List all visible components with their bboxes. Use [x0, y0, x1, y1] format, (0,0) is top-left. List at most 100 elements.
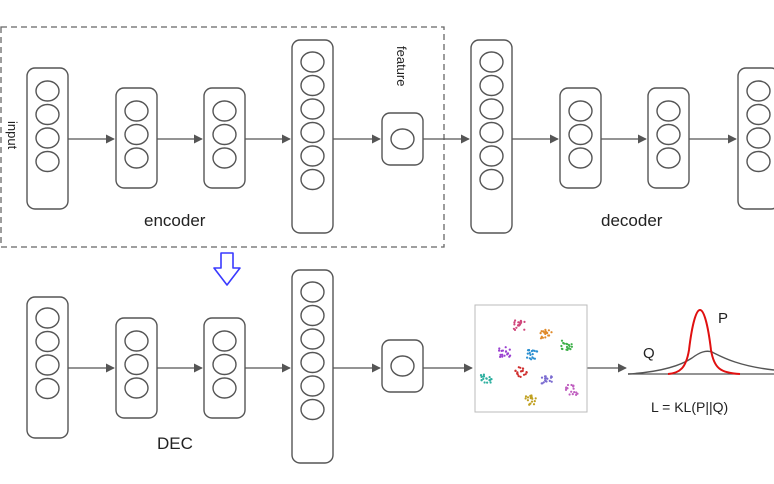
cluster-point [572, 387, 575, 390]
cluster-point [520, 321, 523, 324]
cluster-point [526, 399, 530, 402]
cluster-point [541, 336, 545, 339]
cluster-point [526, 352, 529, 355]
feature-label: feature [394, 46, 409, 86]
cluster-point [523, 320, 526, 323]
cluster-point [503, 354, 506, 357]
cluster-point [570, 345, 574, 348]
encoder-label: encoder [144, 211, 206, 230]
cluster-point [501, 353, 504, 356]
neuron-node [35, 354, 60, 376]
cluster-point [504, 346, 507, 349]
neuron-node [300, 281, 325, 303]
cluster-point [530, 350, 533, 353]
cluster-point [544, 328, 547, 331]
connection-arrows [68, 134, 737, 373]
neuron-node [746, 103, 771, 126]
cluster-point [533, 349, 536, 352]
cluster-point [526, 396, 530, 399]
cluster-point [488, 379, 491, 382]
cluster-point [513, 323, 516, 326]
encoder-region [0, 26, 445, 248]
neuron-node [124, 330, 149, 352]
neuron-node [212, 147, 237, 169]
cluster-point [564, 388, 568, 391]
neuron-node [35, 330, 60, 353]
cluster-point [479, 374, 483, 377]
neuron-node [35, 150, 60, 173]
neuron-node [746, 127, 771, 149]
cluster-point [548, 379, 551, 382]
neuron-node [568, 123, 593, 146]
cluster-point [561, 347, 564, 351]
cluster-point [482, 375, 486, 378]
neuron-node [300, 398, 325, 421]
cluster-point [569, 348, 572, 351]
neuron-node [300, 351, 325, 374]
cluster-point [522, 367, 525, 370]
neuron-node [300, 168, 325, 191]
neuron-node [479, 74, 504, 97]
neuron-node [35, 103, 60, 126]
neuron-node [212, 353, 237, 376]
cluster-point [534, 397, 537, 400]
neuron-node [390, 128, 415, 150]
neuron-node [746, 80, 771, 102]
cluster-point [547, 334, 550, 337]
cluster-point [567, 347, 570, 350]
cluster-point [535, 350, 538, 353]
p-distribution-curve [667, 308, 741, 375]
cluster-point [489, 381, 492, 384]
cluster-point [562, 341, 565, 345]
cluster-point [514, 319, 517, 322]
cluster-point [533, 400, 536, 403]
cluster-point [523, 328, 526, 331]
cluster-point [516, 324, 520, 327]
neuron-node [300, 375, 325, 397]
cluster-point [565, 345, 569, 349]
cluster-point [544, 377, 547, 380]
cluster-point [545, 380, 548, 383]
cluster-point [539, 332, 542, 335]
cluster-point [517, 321, 520, 324]
kl-loss-label: L = KL(P||Q) [651, 399, 728, 415]
cluster-point [519, 375, 522, 378]
cluster-point [527, 348, 531, 352]
cluster-point [567, 343, 571, 347]
cluster-point [568, 393, 571, 396]
dec-label: DEC [157, 434, 193, 453]
neuron-node [300, 328, 325, 350]
cluster-point [514, 369, 517, 372]
neuron-node [35, 127, 60, 149]
cluster-point [573, 391, 576, 394]
hollow-down-arrow-icon [213, 252, 241, 286]
neuron-node [35, 80, 60, 102]
cluster-point [531, 356, 534, 359]
cluster-point [482, 373, 485, 376]
neuron-node [479, 121, 504, 144]
cluster-point [532, 403, 536, 406]
neuron-node [479, 51, 504, 73]
cluster-point [501, 355, 504, 358]
cluster-point [575, 391, 578, 394]
cluster-point [547, 329, 551, 332]
neuron-node [300, 74, 325, 97]
cluster-points [479, 319, 579, 406]
cluster-point [529, 394, 533, 397]
cluster-point [485, 377, 488, 380]
neuron-node [212, 100, 237, 122]
cluster-point [546, 331, 549, 335]
cluster-point [480, 379, 483, 382]
neuron-node [124, 147, 149, 169]
p-label: P [718, 310, 728, 327]
cluster-point [530, 358, 533, 361]
neuron-node [300, 121, 325, 144]
cluster-point [528, 351, 531, 355]
cluster-point [521, 369, 524, 373]
neuron-node [479, 168, 504, 191]
cluster-point [542, 330, 545, 333]
cluster-point [526, 356, 529, 359]
q-label: Q [643, 345, 655, 362]
cluster-point [572, 385, 575, 388]
